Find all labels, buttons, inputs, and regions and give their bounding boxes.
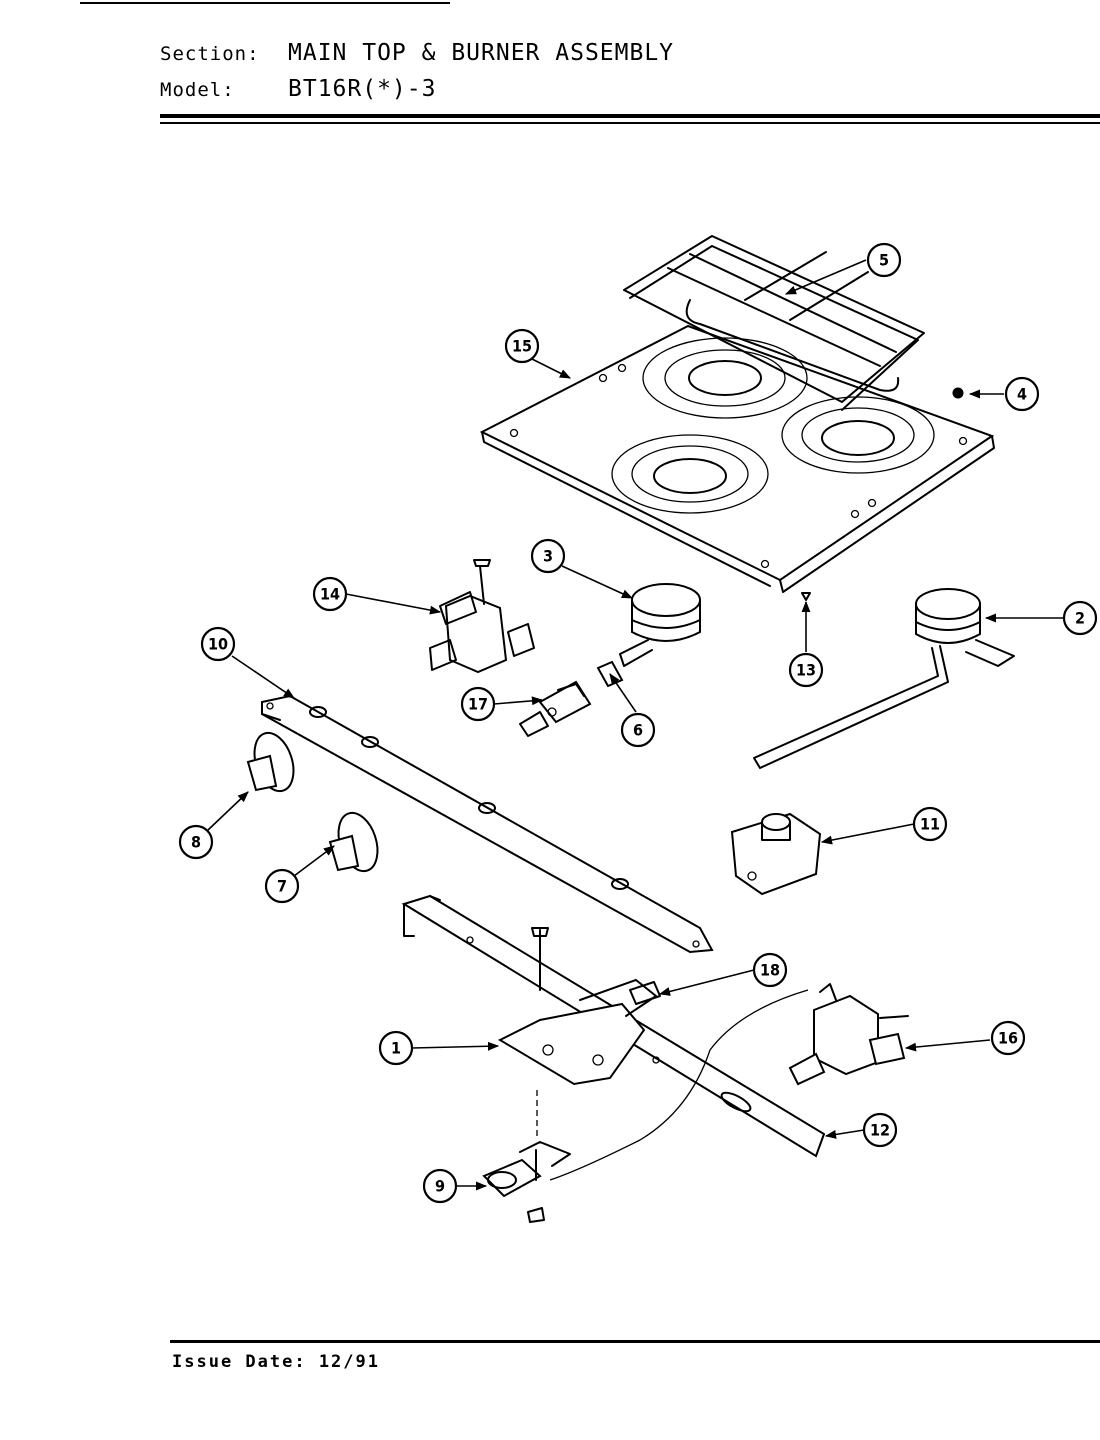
leader-5: [784, 259, 867, 295]
top-screw: [801, 592, 811, 601]
leader-17: [493, 696, 544, 706]
leader-15: [529, 357, 572, 379]
leader-8: [207, 791, 249, 831]
pilot-bracket-9: [482, 1090, 571, 1223]
callout-9: 9: [422, 1168, 458, 1204]
callout-6-label: 6: [633, 721, 643, 740]
callout-7: 7: [264, 868, 300, 904]
rear-burner-2: [753, 588, 1015, 769]
leader-1: [411, 1041, 500, 1051]
oven-valve-16: [788, 983, 909, 1086]
knob-7: [328, 811, 379, 873]
callout-1-label: 1: [391, 1039, 401, 1058]
section-label: Section:: [160, 43, 260, 65]
callout-12-label: 12: [870, 1121, 890, 1140]
callout-11: 11: [912, 806, 948, 842]
callout-8-label: 8: [191, 833, 201, 852]
burner-grate: [623, 235, 925, 411]
front-burner-3: [619, 583, 701, 667]
callout-14-label: 14: [320, 585, 340, 604]
burner-bracket-1: [497, 927, 661, 1086]
section-header: Section: MAIN TOP & BURNER ASSEMBLY: [160, 40, 674, 66]
leader-6: [609, 673, 637, 713]
callout-15-label: 15: [512, 337, 532, 356]
main-top-panel: [479, 324, 995, 593]
knob-8: [246, 731, 295, 793]
callout-5-label: 5: [879, 251, 889, 270]
callout-1: 1: [378, 1030, 414, 1066]
leader-3: [561, 565, 634, 599]
model-label: Model:: [160, 79, 235, 101]
leader-11: [820, 823, 915, 845]
callout-18-label: 18: [760, 961, 780, 980]
issue-date: Issue Date: 12/91: [172, 1352, 380, 1372]
callout-3: 3: [530, 538, 566, 574]
callout-2-label: 2: [1075, 609, 1085, 628]
section-title: MAIN TOP & BURNER ASSEMBLY: [288, 40, 675, 66]
thermocouple-wire: [549, 989, 809, 1181]
leader-14: [345, 593, 442, 615]
callout-13-label: 13: [796, 661, 816, 680]
orifice-assembly: [519, 660, 624, 737]
leader-12: [824, 1129, 865, 1139]
callout-8: 8: [178, 824, 214, 860]
leader-10: [231, 655, 295, 699]
grate-bumper: [952, 387, 964, 399]
callout-13: 13: [788, 652, 824, 688]
callout-16-label: 16: [998, 1029, 1018, 1048]
leader-16: [904, 1039, 991, 1052]
callout-14: 14: [312, 576, 348, 612]
model-number: BT16R(*)-3: [288, 76, 437, 102]
valve-14: [429, 559, 535, 674]
callout-7-label: 7: [277, 877, 287, 896]
callout-17-label: 17: [468, 695, 488, 714]
top-edge-rule: [80, 2, 450, 4]
callout-2: 2: [1062, 600, 1098, 636]
callout-10-label: 10: [208, 635, 228, 654]
pressure-regulator: [730, 812, 822, 896]
model-header: Model: BT16R(*)-3: [160, 76, 436, 102]
callout-11-label: 11: [920, 815, 940, 834]
footer-rule: [170, 1340, 1100, 1343]
callout-10: 10: [200, 626, 236, 662]
callout-9-label: 9: [435, 1177, 445, 1196]
callout-15: 15: [504, 328, 540, 364]
callout-12: 12: [862, 1112, 898, 1148]
header-rule-thick: [160, 114, 1100, 118]
callout-3-label: 3: [543, 547, 553, 566]
callout-16: 16: [990, 1020, 1026, 1056]
leader-7: [293, 845, 335, 877]
callout-4: 4: [1004, 376, 1040, 412]
callout-4-label: 4: [1017, 385, 1027, 404]
header-rule-thin: [160, 122, 1100, 124]
leader-18: [658, 969, 755, 996]
callout-18: 18: [752, 952, 788, 988]
callout-6: 6: [620, 712, 656, 748]
callout-5: 5: [866, 242, 902, 278]
callout-17: 17: [460, 686, 496, 722]
